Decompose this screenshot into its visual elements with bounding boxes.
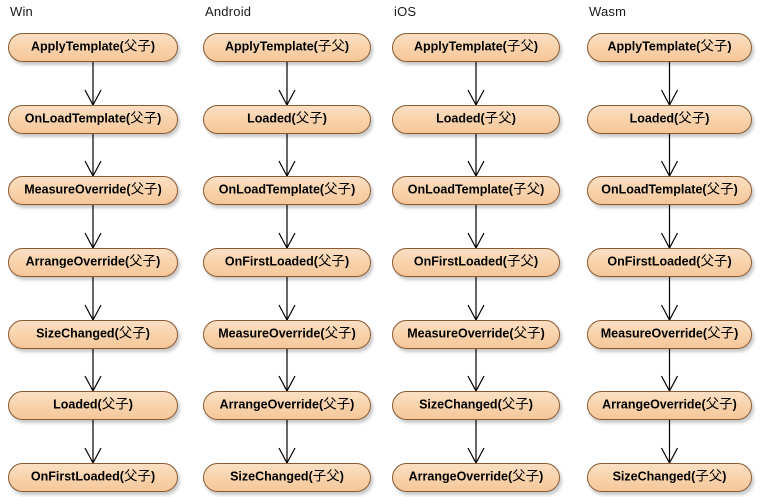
flow-node-label: ArrangeOverride(父子)	[602, 396, 737, 413]
flow-node-label: Loaded(父子)	[53, 396, 133, 413]
flow-node-label: ArrangeOverride(父子)	[25, 253, 161, 270]
flow-node-label: MeasureOverride(父子)	[24, 181, 162, 198]
flow-node-win-loaded[interactable]: Loaded(父子)	[8, 391, 178, 420]
flow-node-ios-arrangeoverride[interactable]: ArrangeOverride(父子)	[392, 463, 560, 492]
flow-node-label: OnLoadTemplate(子父)	[407, 181, 545, 198]
flow-node-label: ArrangeOverride(父子)	[408, 468, 544, 485]
flow-node-ios-onloadtemplate[interactable]: OnLoadTemplate(子父)	[392, 176, 560, 205]
flow-node-win-applytemplate[interactable]: ApplyTemplate(父子)	[8, 33, 178, 62]
flow-node-label: OnFirstLoaded(父子)	[607, 253, 732, 270]
flow-node-wasm-arrangeoverride[interactable]: ArrangeOverride(父子)	[587, 391, 752, 420]
flow-node-label: SizeChanged(子父)	[612, 468, 727, 485]
flow-node-wasm-loaded[interactable]: Loaded(父子)	[587, 105, 752, 134]
flow-node-win-onloadtemplate[interactable]: OnLoadTemplate(父子)	[8, 105, 178, 134]
flow-node-android-applytemplate[interactable]: ApplyTemplate(子父)	[203, 33, 371, 62]
flow-node-android-arrangeoverride[interactable]: ArrangeOverride(父子)	[203, 391, 371, 420]
flow-node-label: ApplyTemplate(子父)	[413, 38, 538, 55]
flow-node-label: Loaded(父子)	[247, 110, 327, 127]
flow-node-label: Loaded(父子)	[629, 110, 710, 127]
flow-node-label: MeasureOverride(父子)	[600, 325, 739, 342]
flow-node-label: OnFirstLoaded(子父)	[413, 253, 539, 270]
flow-node-label: SizeChanged(父子)	[36, 325, 150, 342]
flow-node-ios-onfirstloaded[interactable]: OnFirstLoaded(子父)	[392, 248, 560, 277]
flow-node-android-onloadtemplate[interactable]: OnLoadTemplate(父子)	[203, 176, 371, 205]
flow-node-win-measureoverride[interactable]: MeasureOverride(父子)	[8, 176, 178, 205]
flow-node-ios-measureoverride[interactable]: MeasureOverride(父子)	[392, 320, 560, 349]
platform-column-ios: iOS ApplyTemplate(子父) Loaded(子父) OnLoadTemp…	[392, 0, 560, 497]
flow-node-android-measureoverride[interactable]: MeasureOverride(父子)	[203, 320, 371, 349]
flow-node-label: ApplyTemplate(子父)	[224, 38, 349, 55]
flow-node-win-onfirstloaded[interactable]: OnFirstLoaded(父子)	[8, 463, 178, 492]
flow-node-label: SizeChanged(父子)	[419, 396, 533, 413]
flow-node-label: MeasureOverride(父子)	[218, 325, 356, 342]
flow-node-label: SizeChanged(子父)	[230, 468, 344, 485]
flow-node-wasm-measureoverride[interactable]: MeasureOverride(父子)	[587, 320, 752, 349]
flow-node-ios-loaded[interactable]: Loaded(子父)	[392, 105, 560, 134]
flow-node-label: ArrangeOverride(父子)	[219, 396, 355, 413]
flow-node-label: OnFirstLoaded(父子)	[224, 253, 350, 270]
flow-node-label: MeasureOverride(父子)	[407, 325, 545, 342]
flow-node-label: ApplyTemplate(父子)	[30, 38, 155, 55]
column-header-android: Android	[205, 4, 252, 19]
column-header-ios: iOS	[394, 4, 417, 19]
flow-node-label: Loaded(子父)	[436, 110, 516, 127]
flow-node-wasm-onloadtemplate[interactable]: OnLoadTemplate(父子)	[587, 176, 752, 205]
flow-node-ios-sizechanged[interactable]: SizeChanged(父子)	[392, 391, 560, 420]
flow-node-label: OnLoadTemplate(父子)	[601, 181, 738, 198]
flow-node-android-sizechanged[interactable]: SizeChanged(子父)	[203, 463, 371, 492]
flow-node-android-onfirstloaded[interactable]: OnFirstLoaded(父子)	[203, 248, 371, 277]
flow-node-wasm-applytemplate[interactable]: ApplyTemplate(父子)	[587, 33, 752, 62]
column-header-wasm: Wasm	[589, 4, 627, 19]
flow-node-win-sizechanged[interactable]: SizeChanged(父子)	[8, 320, 178, 349]
flow-node-win-arrangeoverride[interactable]: ArrangeOverride(父子)	[8, 248, 178, 277]
flow-node-wasm-onfirstloaded[interactable]: OnFirstLoaded(父子)	[587, 248, 752, 277]
column-header-win: Win	[10, 4, 33, 19]
flow-node-label: OnLoadTemplate(父子)	[24, 110, 162, 127]
flow-node-label: ApplyTemplate(父子)	[607, 38, 732, 55]
flow-node-wasm-sizechanged[interactable]: SizeChanged(子父)	[587, 463, 752, 492]
flow-node-label: OnLoadTemplate(父子)	[218, 181, 356, 198]
flow-node-label: OnFirstLoaded(父子)	[30, 468, 156, 485]
flow-node-ios-applytemplate[interactable]: ApplyTemplate(子父)	[392, 33, 560, 62]
flow-node-android-loaded[interactable]: Loaded(父子)	[203, 105, 371, 134]
